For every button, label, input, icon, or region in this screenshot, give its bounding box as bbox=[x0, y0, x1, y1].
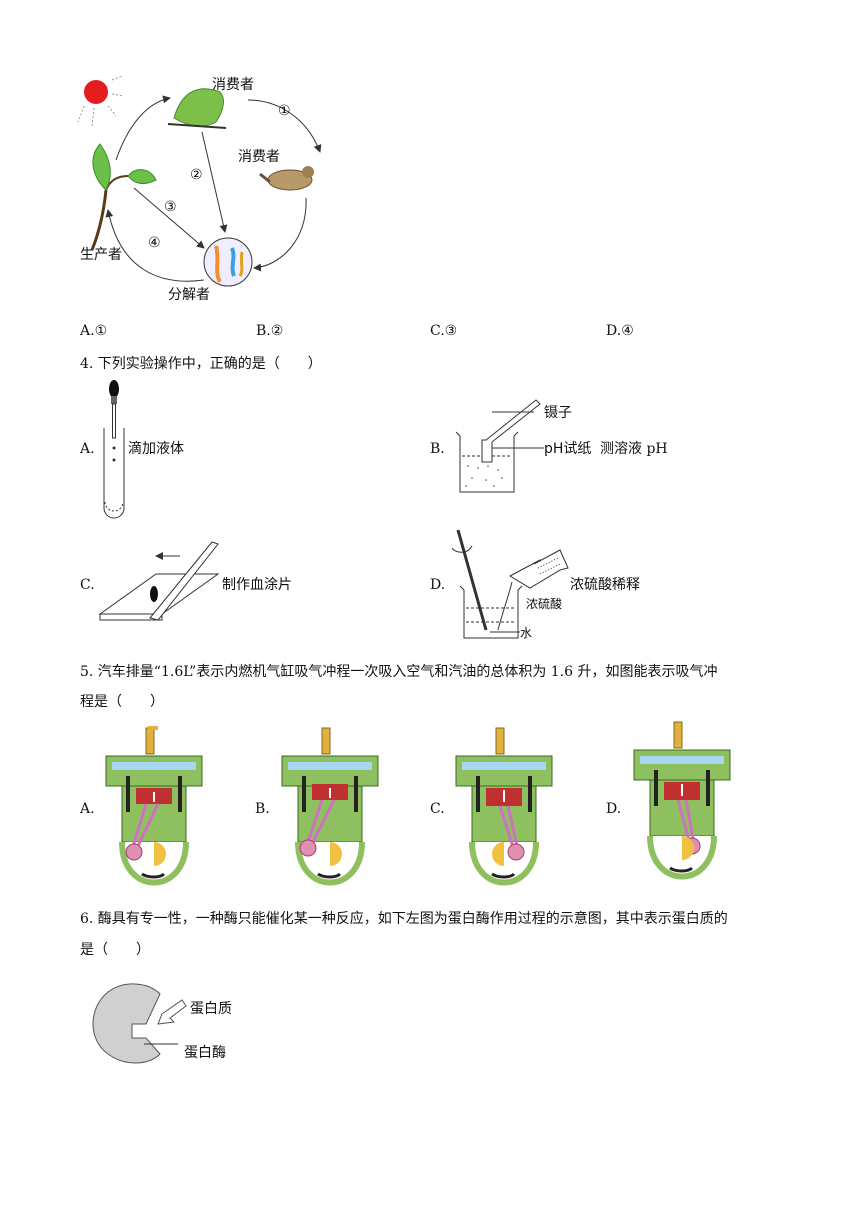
q4-option-c-letter[interactable]: C. bbox=[80, 577, 95, 593]
enzyme-label: 蛋白酶 bbox=[184, 1045, 226, 1061]
q5-stem-line1: 5. 汽车排量“1.6L”表示内燃机气缸吸气冲程一次吸入空气和汽油的总体积为 1… bbox=[80, 664, 718, 680]
option-letter: C. bbox=[430, 323, 445, 339]
q4-stem: 4. 下列实验操作中，正确的是（ ） bbox=[80, 356, 322, 372]
protein-label: 蛋白质 bbox=[190, 1001, 232, 1017]
option-text: ④ bbox=[621, 323, 634, 339]
option-text: ① bbox=[94, 323, 108, 339]
option-letter: B. bbox=[256, 323, 271, 339]
q3-option-b[interactable]: B.② bbox=[256, 324, 283, 338]
q4-option-a-letter[interactable]: A. bbox=[80, 441, 95, 457]
decomposer-label: 分解者 bbox=[168, 287, 210, 303]
arrow-3-label: ③ bbox=[164, 199, 177, 215]
arrow-3 bbox=[133, 187, 205, 249]
arrow-4-label: ④ bbox=[148, 235, 161, 251]
arrow-2 bbox=[201, 131, 228, 233]
q5-option-c[interactable]: C. bbox=[430, 801, 445, 817]
q5-option-b[interactable]: B. bbox=[255, 801, 270, 817]
engine-diagram-c bbox=[455, 727, 553, 886]
q6-stem-line2: 是（ ） bbox=[80, 942, 150, 958]
option-letter: D. bbox=[606, 323, 622, 339]
consumer-label-1: 消费者 bbox=[212, 77, 254, 93]
producer-label: 生产者 bbox=[80, 247, 122, 263]
q5-option-d[interactable]: D. bbox=[606, 801, 622, 817]
beaker-ph-paper-icon bbox=[455, 399, 544, 493]
arrow-bird-to-decomposer bbox=[253, 197, 307, 272]
dropper-testtube-icon bbox=[103, 380, 125, 519]
arrow-1-label: ① bbox=[278, 103, 291, 119]
q6-stem-line1: 6. 酶具有专一性，一种酶只能催化某一种反应，如下左图为蛋白酶作用过程的示意图，… bbox=[80, 911, 728, 927]
q4-option-d-letter[interactable]: D. bbox=[430, 577, 446, 593]
engine-diagram-a bbox=[105, 726, 203, 886]
q5-option-a[interactable]: A. bbox=[80, 801, 95, 817]
decomposer-icon bbox=[203, 237, 253, 287]
engine-diagram-b bbox=[281, 727, 379, 886]
q5-stem-line2: 程是（ ） bbox=[80, 694, 164, 710]
enzyme-diagram bbox=[92, 983, 187, 1064]
blood-smear-slides-icon bbox=[98, 541, 220, 621]
q3-option-d[interactable]: D.④ bbox=[606, 324, 634, 338]
q3-option-a[interactable]: A.① bbox=[80, 324, 107, 338]
arrow-producer-to-consumer bbox=[115, 95, 171, 161]
tweezers-label: 镊子 bbox=[544, 405, 572, 421]
caterpillar-icon bbox=[167, 88, 227, 129]
arrow-2-label: ② bbox=[190, 167, 203, 183]
ecosystem-diagram-svg bbox=[77, 75, 322, 287]
water-label: 水 bbox=[520, 626, 533, 640]
q4-option-d-caption: 浓硫酸稀释 bbox=[570, 577, 640, 593]
arrow-1 bbox=[247, 99, 322, 153]
q4-option-c-caption: 制作血涂片 bbox=[222, 577, 292, 593]
acid-dilution-icon bbox=[451, 529, 569, 639]
ecosystem-diagram: 消费者 ① 消费者 ② ③ ④ 生产者 分解者 bbox=[70, 70, 330, 310]
option-text: ② bbox=[270, 323, 284, 339]
option-text: ③ bbox=[444, 323, 458, 339]
q4-option-b-letter[interactable]: B. bbox=[430, 441, 445, 457]
ph-paper-label: pH试纸 bbox=[544, 441, 592, 457]
q3-option-c[interactable]: C.③ bbox=[430, 324, 457, 338]
bird-icon bbox=[259, 166, 314, 191]
plant-icon bbox=[90, 143, 157, 251]
q4-option-a-caption: 滴加液体 bbox=[128, 441, 184, 457]
q4-option-b-caption: 测溶液 pH bbox=[600, 441, 668, 457]
arrow-4 bbox=[105, 209, 205, 282]
sun-icon bbox=[84, 80, 108, 104]
consumer-label-2: 消费者 bbox=[238, 149, 280, 165]
option-letter: A. bbox=[80, 323, 95, 339]
conc-acid-label: 浓硫酸 bbox=[526, 597, 563, 611]
engine-diagram-d bbox=[633, 721, 731, 880]
